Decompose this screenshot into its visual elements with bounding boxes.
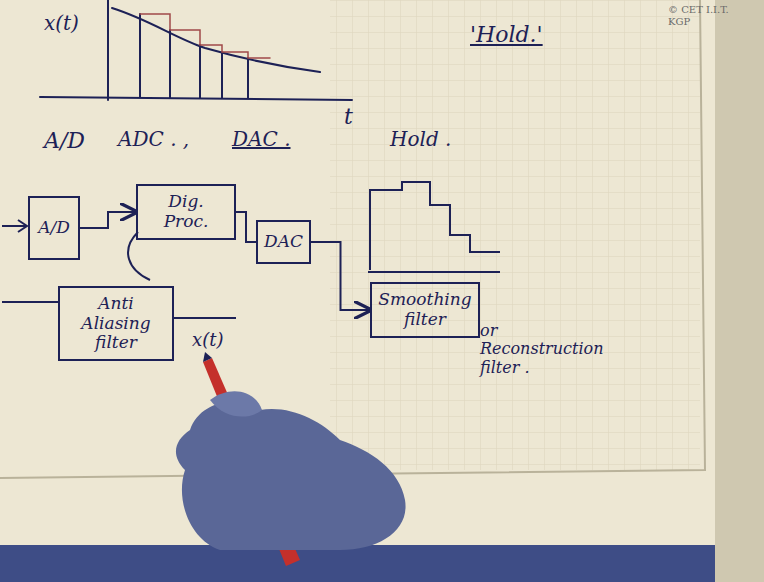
hand [176,402,406,550]
input-head [18,220,27,232]
t-axis [40,97,352,100]
input-wire [2,225,26,227]
signal-curve [112,8,320,72]
box-label: Anti Aliasing filter [66,294,166,353]
y-axis [107,0,109,100]
sample-stems [140,14,248,98]
box-label: Smoothing filter [378,290,472,329]
signal-name: x(t) [44,12,79,35]
desk [0,545,764,582]
box-label: A/D [38,218,70,238]
grid-area [330,0,700,470]
filter-box: Smoothing filter [370,282,480,338]
signal-arrow [236,212,256,242]
term: DAC . [232,128,291,151]
signal-arrow [311,242,370,310]
term: A/D [44,128,85,153]
processor-box: Dig. Proc. [136,184,236,240]
filter-input [2,301,58,303]
signal-arrow [80,212,136,228]
note: 'Hold.' [470,22,543,47]
desk-edge [715,0,764,582]
dac-box: DAC [256,220,311,264]
term: Hold . [390,128,451,151]
filter-output [174,317,236,319]
axis-label: t [344,104,353,129]
adc-box: A/D [28,196,80,260]
filter-box: Anti Aliasing filter [58,286,174,361]
note: or Reconstruction filter . [480,322,590,377]
hand-with-pen [176,352,406,566]
watermark: © CET I.I.T. KGP [668,4,730,27]
term: ADC . , [118,128,189,151]
staircase [370,182,500,270]
box-label: DAC [264,232,303,252]
signal-plot [40,0,352,100]
staircase-axis [368,271,500,273]
signal-name: x(t) [192,330,223,351]
hold-sketch [368,182,500,272]
sheet-edge [0,0,705,478]
finger [210,391,262,416]
pen-tip [203,352,212,362]
box-label: Dig. Proc. [144,192,228,231]
hold-steps [140,14,270,58]
